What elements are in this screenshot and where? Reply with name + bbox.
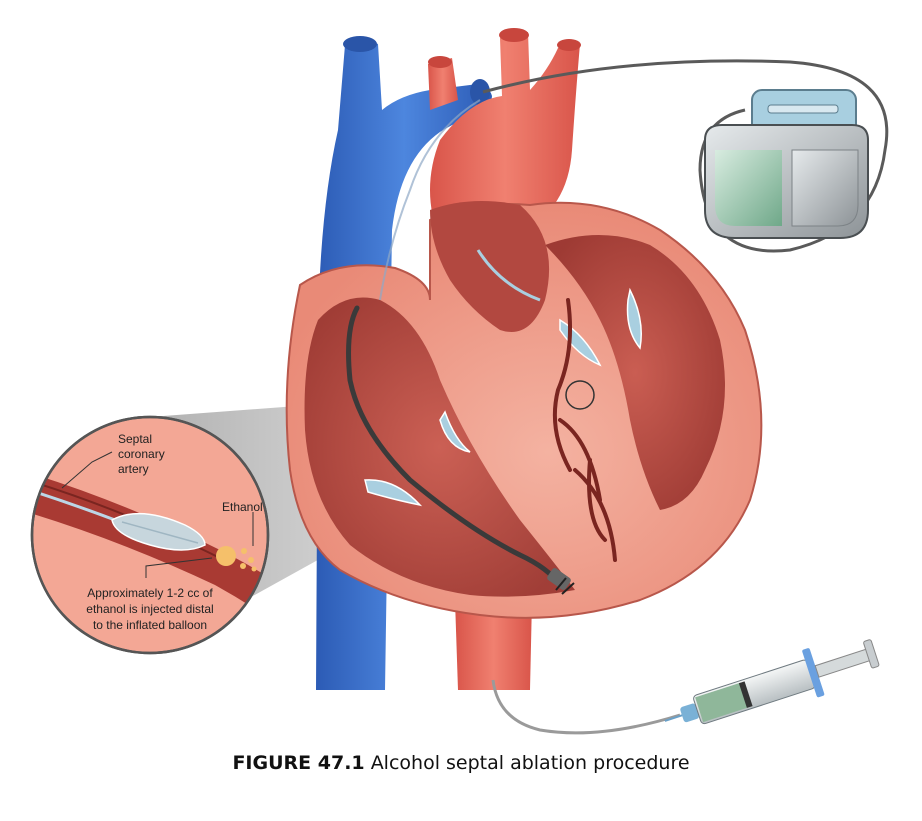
ethanol-drop-icon (216, 546, 236, 566)
injection-tubing (491, 679, 681, 735)
inset-guidewire (32, 485, 116, 522)
label-injection-line-1: Approximately 1-2 cc of (87, 586, 213, 600)
magnified-inset: Septal coronary artery Ethanol Approxima… (30, 415, 270, 655)
figure-caption: FIGURE 47.1 Alcohol septal ablation proc… (0, 752, 922, 774)
label-injection-line-2: ethanol is injected distal (86, 602, 213, 616)
figure-title: Alcohol septal ablation procedure (370, 752, 690, 774)
label-injection-line-3: to the inflated balloon (93, 618, 207, 632)
ablation-catheter (346, 305, 563, 588)
label-septal-line-3: artery (118, 462, 149, 476)
septal-artery (552, 298, 617, 562)
syringe (664, 639, 880, 725)
target-site-marker (565, 380, 595, 410)
label-septal-line-1: Septal (118, 432, 152, 446)
alcohol-septal-ablation-illustration: Septal coronary artery Ethanol Approxima… (30, 28, 889, 735)
pacemaker-lead (482, 59, 889, 253)
heart-valves (364, 249, 642, 507)
pacemaker-generator (704, 89, 869, 239)
catheter-tip (547, 568, 575, 595)
label-septal-line-2: coronary (118, 447, 165, 461)
figure-number: FIGURE 47.1 (232, 752, 365, 774)
pacemaker-lead-internal (379, 99, 481, 301)
aorta (428, 28, 581, 690)
label-ethanol: Ethanol (222, 500, 263, 514)
inset-artery-wall (32, 470, 268, 640)
